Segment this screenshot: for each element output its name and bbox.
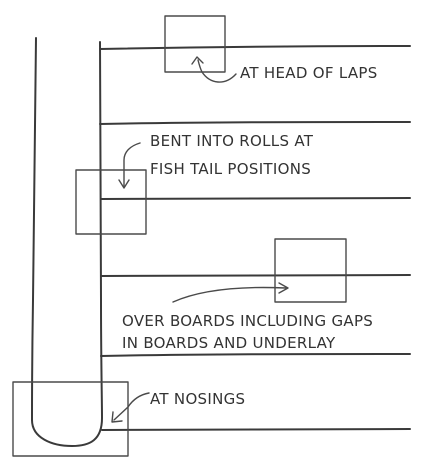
board-line-5: [100, 353, 411, 357]
inner-roll-line: [31, 41, 103, 447]
leader-over-boards: [172, 286, 287, 303]
arrow-fish-tail-icon: [118, 179, 130, 189]
label-over-line2: IN BOARDS AND UNDERLAY: [122, 334, 336, 352]
leader-nosings: [113, 392, 150, 421]
detail-box-nosings: [12, 381, 129, 457]
board-line-2: [99, 121, 411, 125]
left-edge-line: [31, 37, 37, 421]
board-line-1: [99, 45, 411, 50]
detail-box-fish-tail: [75, 169, 147, 235]
label-over-line1: OVER BOARDS INCLUDING GAPS: [122, 312, 373, 330]
arrow-head-of-laps-icon: [191, 56, 204, 65]
board-line-4: [100, 274, 411, 277]
arrow-nosings-icon: [111, 411, 123, 423]
board-line-3: [100, 197, 411, 200]
detail-box-head-of-laps: [164, 15, 226, 73]
label-head-of-laps: AT HEAD OF LAPS: [240, 64, 378, 82]
label-bent-line1: BENT INTO ROLLS AT: [150, 132, 314, 150]
arrow-over-boards-icon: [278, 282, 289, 294]
label-nosings: AT NOSINGS: [150, 390, 245, 408]
label-bent-line2: FISH TAIL POSITIONS: [150, 160, 311, 178]
detail-box-over-boards: [274, 238, 347, 303]
leader-fish-tail: [123, 142, 141, 187]
board-line-6: [101, 428, 411, 431]
leader-head-of-laps: [197, 59, 237, 83]
